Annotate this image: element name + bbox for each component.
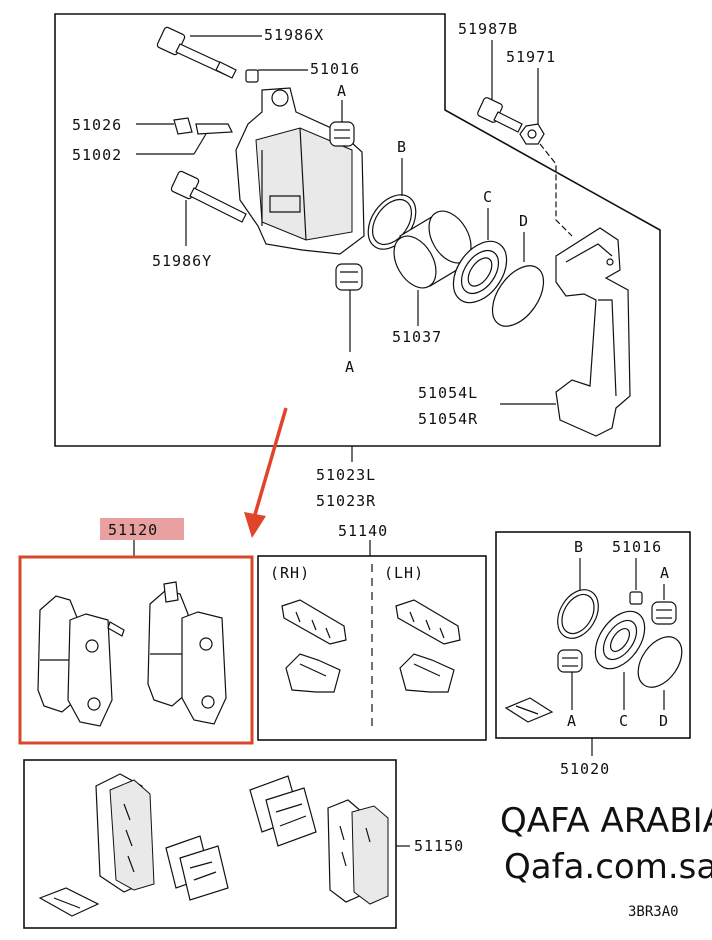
letter-a-top: A <box>337 82 347 100</box>
label-51986x: 51986X <box>264 26 324 44</box>
label-51037: 51037 <box>392 328 442 346</box>
kit-cap-51016 <box>629 591 643 605</box>
label-lh: (LH) <box>384 564 424 582</box>
brand-name: QAFA ARABIA <box>500 801 712 841</box>
letter-b-kit: B <box>574 538 584 556</box>
bleeder-cap-51026 <box>173 117 193 135</box>
caliper-support-bracket <box>555 227 631 437</box>
pad-kit-parts <box>38 773 389 917</box>
bracket-bolt <box>477 97 523 133</box>
label-51054l: 51054L <box>418 384 478 402</box>
highlight-arrow <box>244 407 288 538</box>
shim-set-rh <box>281 599 347 693</box>
label-51987b: 51987B <box>458 20 518 38</box>
pin-boot-a-bottom <box>335 263 363 291</box>
pin-boot-a-top <box>329 121 355 147</box>
caliper-assembly-frame <box>54 13 661 447</box>
bleeder-cap-part <box>245 69 259 83</box>
piston-boot-c <box>452 240 508 304</box>
label-rh: (RH) <box>270 564 310 582</box>
label-51023r: 51023R <box>316 492 376 510</box>
guide-pin-bolt-y <box>170 170 247 223</box>
caliper-body <box>235 87 365 255</box>
letter-a-kit-bottom: A <box>567 712 577 730</box>
label-51023l: 51023L <box>316 466 376 484</box>
letter-b-top: B <box>397 138 407 156</box>
letter-c-kit: C <box>619 712 629 730</box>
letter-d-top: D <box>519 212 529 230</box>
shim-kit-box <box>257 555 487 741</box>
kit-seal-b <box>557 589 599 639</box>
letter-a-bottom: A <box>345 358 355 376</box>
label-51020: 51020 <box>560 760 610 778</box>
highlight-label-bg <box>100 518 184 540</box>
kit-ring-d <box>637 636 683 688</box>
bleeder-screw-51002 <box>195 123 233 135</box>
label-51026: 51026 <box>72 116 122 134</box>
label-51016-kit: 51016 <box>612 538 662 556</box>
guide-pin-bolt-x <box>156 26 237 79</box>
diagram-code: 3BR3A0 <box>628 904 679 920</box>
caliper-piston <box>393 210 472 289</box>
letter-d-kit: D <box>659 712 669 730</box>
label-51986y: 51986Y <box>152 252 212 270</box>
brake-pad-set <box>37 581 227 727</box>
letter-a-kit-top: A <box>660 564 670 582</box>
kit-boot-c <box>594 610 646 670</box>
shim-set-lh <box>395 599 461 693</box>
kit-boot-a-top <box>651 601 677 625</box>
brake-pad-set-box <box>18 555 254 745</box>
boot-ring-d <box>491 265 545 327</box>
label-51054r: 51054R <box>418 410 478 428</box>
label-51016-top: 51016 <box>310 60 360 78</box>
pad-kit-box <box>23 759 397 929</box>
letter-c-top: C <box>483 188 493 206</box>
label-51120: 51120 <box>108 521 158 539</box>
label-51002: 51002 <box>72 146 122 164</box>
bracket-nut <box>519 123 545 145</box>
kit-boot-a-bottom <box>557 649 583 673</box>
brand-site: Qafa.com.sa <box>504 847 712 887</box>
label-51971: 51971 <box>506 48 556 66</box>
grease-packet-kit <box>504 697 554 723</box>
label-51140: 51140 <box>338 522 388 540</box>
seal-kit-box <box>495 531 691 739</box>
label-51150: 51150 <box>414 837 464 855</box>
